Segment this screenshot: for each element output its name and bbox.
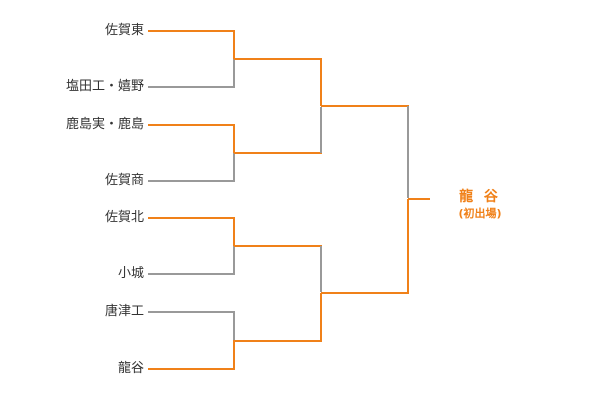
team-label: 鹿島実・鹿島 xyxy=(65,117,144,132)
team-label: 唐津工 xyxy=(104,304,144,319)
team-label: 佐賀東 xyxy=(104,23,144,38)
team-label: 佐賀北 xyxy=(104,210,144,225)
semifinal-1 xyxy=(234,58,322,154)
team-label: 龍谷 xyxy=(117,361,144,376)
match-3 xyxy=(148,217,235,275)
match-1 xyxy=(148,30,235,88)
team-label: 小城 xyxy=(117,266,144,281)
match-2 xyxy=(148,124,235,182)
final xyxy=(321,105,430,294)
champion-name: 龍 谷 xyxy=(459,189,501,205)
semifinal-2 xyxy=(234,245,322,342)
team-label: 塩田工・嬉野 xyxy=(65,79,144,94)
champion-note: (初出場) xyxy=(458,207,502,220)
match-4 xyxy=(148,311,235,370)
team-label: 佐賀商 xyxy=(104,173,144,188)
